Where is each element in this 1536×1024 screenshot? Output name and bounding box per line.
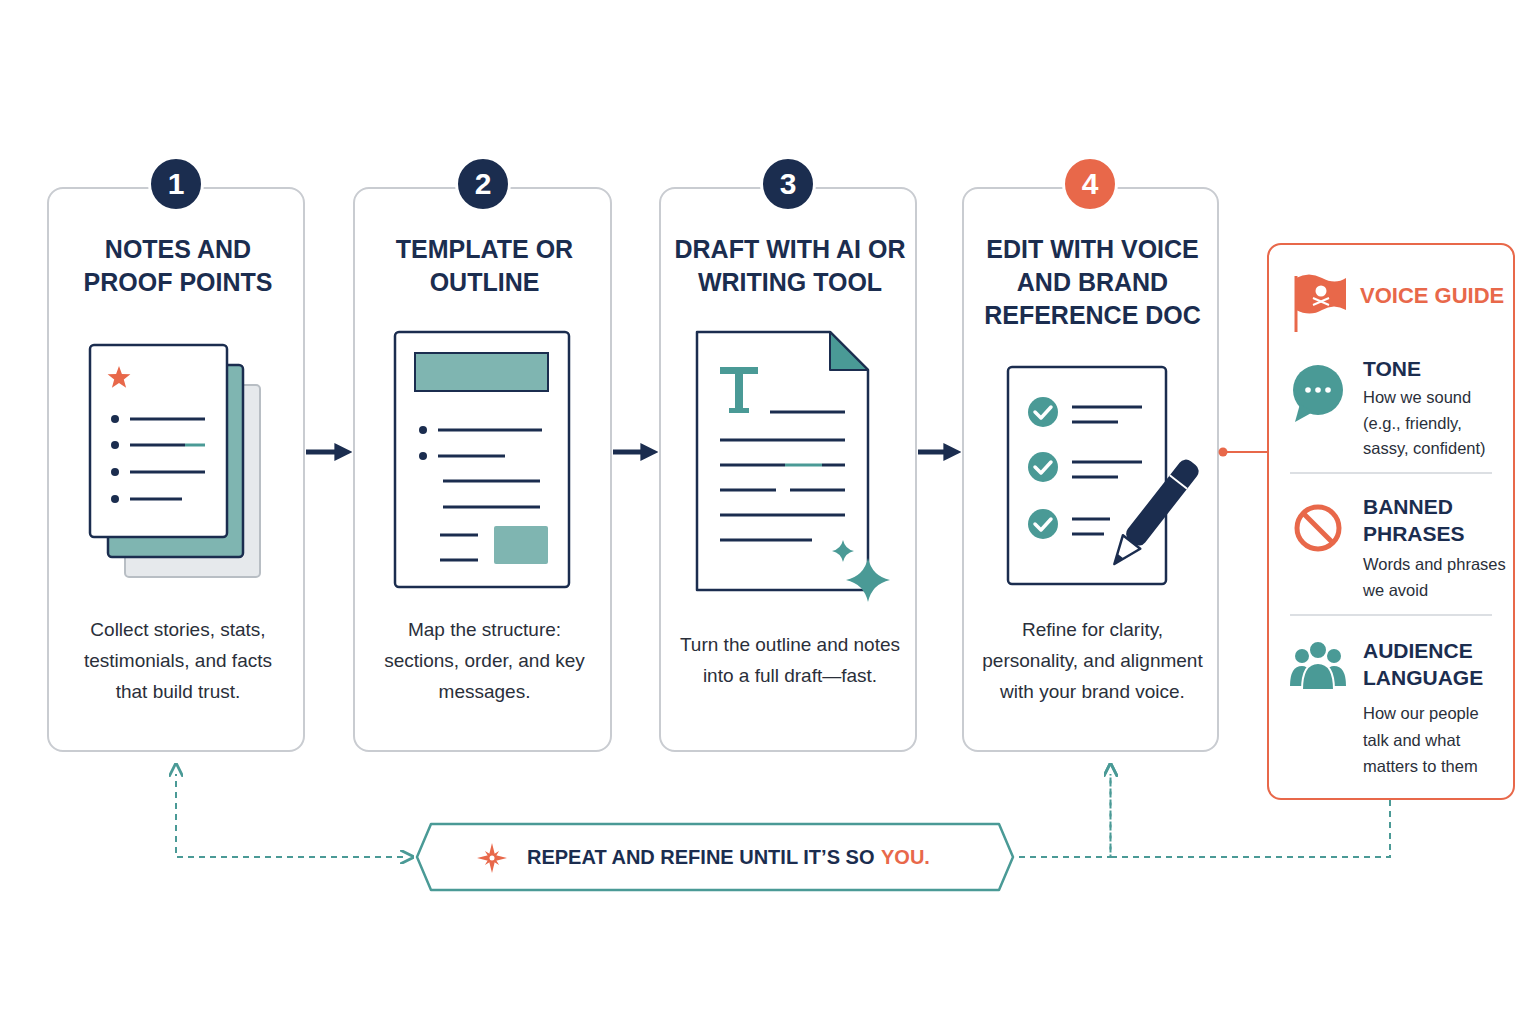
step-description: Map the structure: sections, order, and …	[374, 614, 596, 707]
section-description: How we sound (e.g., friendly, sassy, con…	[1363, 385, 1491, 462]
process-box: NOTES AND PROOF POINTS Collect stories, s…	[47, 187, 305, 752]
step-description: Refine for clarity, personality, and ali…	[982, 614, 1204, 707]
flow-arrow	[918, 450, 947, 455]
step-number-badge: 3	[760, 156, 816, 212]
section-description: How our people talk and what matters to …	[1363, 700, 1493, 780]
step-number-badge: 1	[148, 156, 204, 212]
voice-guide-panel: VOICE GUIDE TONEHow we sound (e.g., frien…	[1267, 243, 1515, 800]
process-box: DRAFT WITH AI OR WRITING TOOL Turn the ou…	[659, 187, 917, 752]
section-heading: TONE	[1363, 355, 1503, 383]
process-box: TEMPLATE OR OUTLINE Map the structure: se…	[353, 187, 612, 752]
step-number: 4	[1062, 156, 1118, 212]
loop-banner: REPEAT AND REFINE UNTIL IT’S SOYOU.	[415, 822, 1015, 892]
step-description: Collect stories, stats, testimonials, an…	[67, 614, 289, 707]
step-description: Turn the outline and notes into a full d…	[679, 629, 901, 691]
step-number: 2	[455, 156, 511, 212]
loop-arrow	[176, 774, 403, 857]
step-title: DRAFT WITH AI OR WRITING TOOL	[670, 233, 910, 299]
step-number-badge: 2	[455, 156, 511, 212]
step-title: TEMPLATE OR OUTLINE	[375, 233, 595, 299]
step-title: EDIT WITH VOICE AND BRAND REFERENCE DOC	[973, 233, 1213, 332]
step-number-badge: 4	[1062, 156, 1118, 212]
loop-arrow	[1019, 774, 1111, 857]
step-number: 3	[760, 156, 816, 212]
banner-emphasis: YOU.	[881, 822, 930, 892]
flow-arrow	[613, 450, 644, 455]
process-box: EDIT WITH VOICE AND BRAND REFERENCE DOC R…	[962, 187, 1219, 752]
banner-text: REPEAT AND REFINE UNTIL IT’S SO	[527, 822, 874, 892]
flow-arrow	[306, 450, 338, 455]
section-heading: BANNED PHRASES	[1363, 493, 1503, 547]
section-description: Words and phrases we avoid	[1363, 551, 1508, 603]
panel-title: VOICE GUIDE	[1360, 281, 1510, 311]
step-title: NOTES AND PROOF POINTS	[78, 233, 278, 299]
section-heading: AUDIENCE LANGUAGE	[1363, 637, 1503, 691]
step-number: 1	[148, 156, 204, 212]
reference-line	[1223, 451, 1267, 453]
